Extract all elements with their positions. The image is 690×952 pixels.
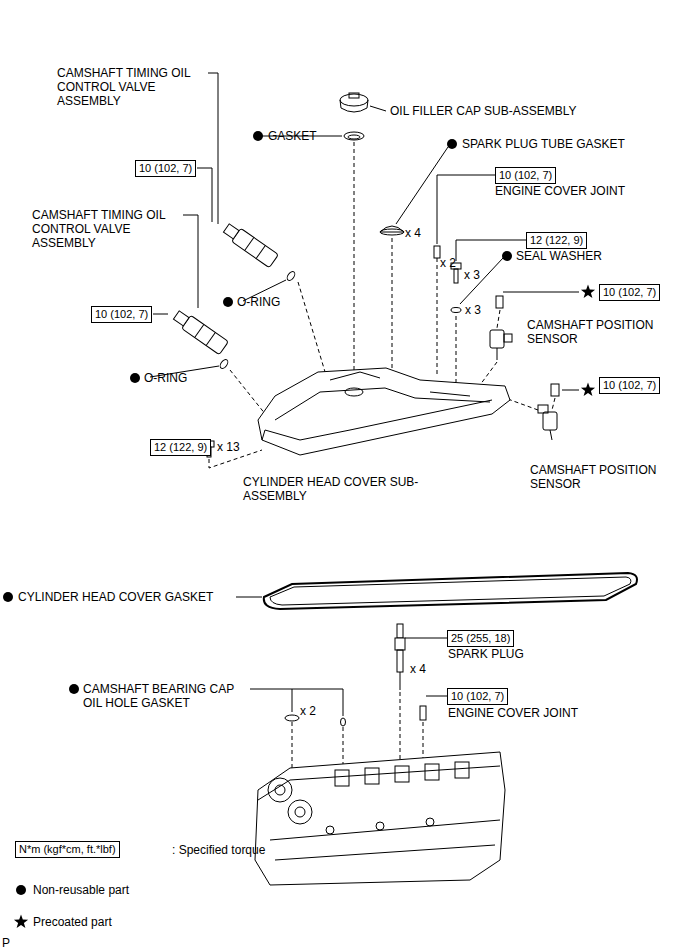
part-label: SPARK PLUG TUBE GASKET [462,137,625,151]
part-label: CAMSHAFT POSITION SENSOR [527,318,677,346]
torque-value: 10 (102, 7) [95,308,148,321]
legend-entry: : Specified torque [172,843,265,857]
legend-text: Precoated part [33,915,112,929]
part-label: O-RING [144,371,187,385]
torque-box: 12 (122, 9) [150,439,211,456]
torque-box: 10 (102, 7) [91,306,152,323]
quantity-label: x 2 [440,256,456,270]
part-label: GASKET [268,129,317,143]
torque-value: 12 (122, 9) [530,234,583,247]
part-label: CYLINDER HEAD COVER SUB-ASSEMBLY [243,475,423,503]
part-label: SEAL WASHER [516,249,602,263]
part-label: P [2,936,10,950]
part-label: ENGINE COVER JOINT [448,706,578,720]
torque-value: N*m (kgf*cm, ft.*lbf) [19,843,116,856]
torque-box: 10 (102, 7) [495,167,556,184]
quantity-label: x 13 [217,440,240,454]
torque-value: 10 (102, 7) [499,169,552,182]
quantity-label: x 4 [405,226,421,240]
quantity-label: x 3 [465,303,481,317]
quantity-label: x 3 [464,268,480,282]
torque-box: 12 (122, 9) [526,232,587,249]
torque-box: 10 (102, 7) [135,160,196,177]
quantity-label: x 4 [410,662,426,676]
part-label: ENGINE COVER JOINT [495,184,625,198]
part-label: CAMSHAFT BEARING CAP OIL HOLE GASKET [83,682,248,710]
torque-box: 10 (102, 7) [599,377,660,394]
torque-value: 25 (255, 18) [451,632,510,645]
legend-entry: Non-reusable part [33,883,129,897]
legend-entry: Precoated part [33,915,112,929]
part-label: O-RING [237,295,280,309]
part-label: OIL FILLER CAP SUB-ASSEMBLY [390,104,577,118]
torque-value: 10 (102, 7) [451,690,504,703]
part-label: CYLINDER HEAD COVER GASKET [18,590,213,604]
torque-box: 25 (255, 18) [447,630,514,647]
quantity-label: x 2 [300,704,316,718]
torque-value: 10 (102, 7) [603,379,656,392]
unit-box: N*m (kgf*cm, ft.*lbf) [15,841,120,858]
part-label: SPARK PLUG [448,647,524,661]
part-label: CAMSHAFT POSITION SENSOR [530,463,680,491]
torque-value: 12 (122, 9) [154,441,207,454]
legend-text: Non-reusable part [33,883,129,897]
part-label: CAMSHAFT TIMING OIL CONTROL VALVE ASSEMB… [32,208,182,250]
torque-box: 10 (102, 7) [447,688,508,705]
torque-value: 10 (102, 7) [603,286,656,299]
torque-value: 10 (102, 7) [139,162,192,175]
legend-text: : Specified torque [172,843,265,857]
torque-box: 10 (102, 7) [599,284,660,301]
part-label: CAMSHAFT TIMING OIL CONTROL VALVE ASSEMB… [57,66,207,108]
